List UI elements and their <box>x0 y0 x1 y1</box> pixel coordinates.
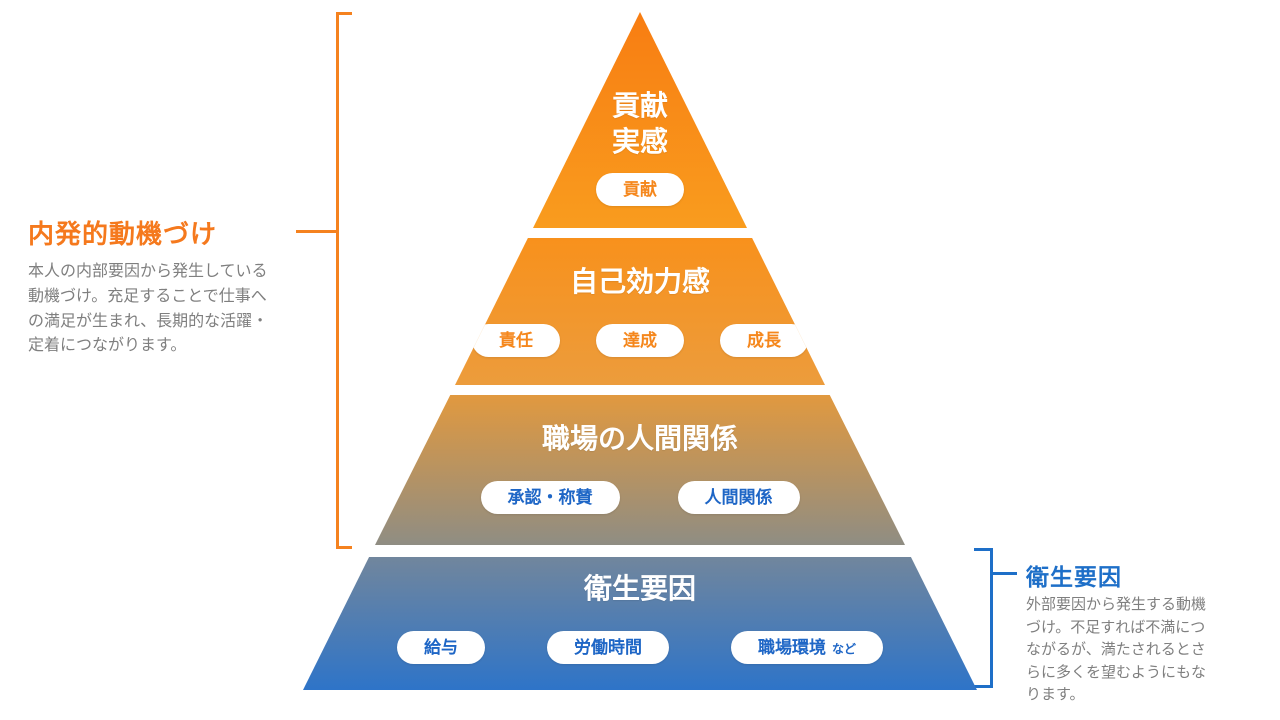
level-title-hygiene: 衛生要因 <box>583 573 696 604</box>
pill-row: 貢献 <box>596 172 684 206</box>
pill-recognition: 承認・称賛 <box>480 481 620 515</box>
pyramid-level-hygiene: 衛生要因 給与 労働時間 職場環境など <box>303 557 977 690</box>
pyramid-level-relationships: 職場の人間関係 承認・称賛 人間関係 <box>375 395 905 545</box>
pill-responsibility: 責任 <box>472 324 560 358</box>
pill-growth: 成長 <box>720 324 808 358</box>
level-title-contribution: 貢献 実感 <box>611 90 668 158</box>
left-bracket-bottom-arm <box>336 546 352 549</box>
pill-row: 責任 達成 成長 <box>472 324 808 358</box>
right-bracket-line <box>990 548 993 688</box>
right-bracket-bottom-arm <box>974 685 993 688</box>
pill-work-environment-label: 職場環境 <box>757 638 826 658</box>
right-bracket-top-arm <box>974 548 993 551</box>
right-bracket-connector <box>993 572 1017 575</box>
level-title-relationships: 職場の人間関係 <box>541 423 738 454</box>
left-bracket-line <box>336 12 339 549</box>
pill-human-relations: 人間関係 <box>677 481 800 515</box>
intrinsic-motivation-title: 内発的動機づけ <box>28 219 218 249</box>
pill-work-environment: 職場環境など <box>730 631 883 665</box>
pill-working-hours: 労働時間 <box>546 631 669 665</box>
hygiene-factor-title: 衛生要因 <box>1026 564 1122 590</box>
pill-salary: 給与 <box>396 631 485 665</box>
pill-contribution: 貢献 <box>596 172 684 206</box>
hygiene-factor-description: 外部要因から発生する動機づけ。不足すれば不満につながるが、満たされるとさらに多く… <box>1026 596 1207 703</box>
level-title-self-efficacy: 自己効力感 <box>569 266 710 297</box>
intrinsic-motivation-description: 本人の内部要因から発生している動機づけ。充足することで仕事への満足が生まれ、長期… <box>28 263 269 355</box>
pill-etc-suffix: など <box>831 642 856 657</box>
pyramid-level-self-efficacy: 自己効力感 責任 達成 成長 <box>455 238 825 385</box>
pill-row: 承認・称賛 人間関係 <box>480 481 800 515</box>
pill-row: 給与 労働時間 職場環境など <box>396 631 883 665</box>
left-bracket-connector <box>296 230 336 233</box>
left-bracket-top-arm <box>336 12 352 15</box>
pyramid-level-contribution: 貢献 実感 貢献 <box>533 12 747 228</box>
pill-achievement: 達成 <box>596 324 684 358</box>
